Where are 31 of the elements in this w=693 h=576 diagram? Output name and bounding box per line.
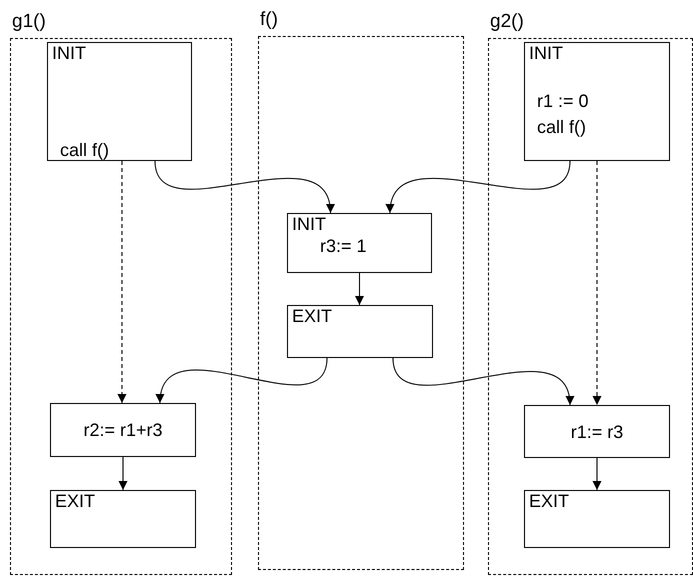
block-box <box>524 490 670 548</box>
block-label: INIT <box>52 43 86 64</box>
arrow <box>592 160 602 406</box>
function-label: g1() <box>12 10 46 34</box>
statement-text: r3:= 1 <box>320 236 367 257</box>
statement-text: r1:= r3 <box>570 422 624 443</box>
block-box <box>47 42 192 161</box>
statement-text: call f() <box>60 140 109 161</box>
statement-text: r2:= r1+r3 <box>82 420 164 441</box>
block-box <box>50 490 196 548</box>
block-label: INIT <box>529 43 563 64</box>
statement-text: call f() <box>537 117 586 138</box>
block-box <box>524 405 670 458</box>
arrow <box>387 160 570 214</box>
block-box <box>287 305 433 358</box>
arrow <box>355 272 364 306</box>
function-label: f() <box>260 8 278 32</box>
statement-text: r1 := 0 <box>537 91 589 112</box>
block-box <box>524 42 670 161</box>
arrow <box>392 358 573 406</box>
block-box <box>287 213 432 273</box>
arrow <box>118 456 128 490</box>
statement-text: EXIT <box>529 491 570 512</box>
statement-text: EXIT <box>292 306 332 327</box>
arrow <box>117 160 126 404</box>
function-label: g2() <box>490 10 524 34</box>
arrow <box>592 458 602 490</box>
block-label: INIT <box>292 214 326 235</box>
arrow <box>154 160 334 214</box>
block-box <box>50 403 196 457</box>
statement-text: EXIT <box>55 491 96 512</box>
